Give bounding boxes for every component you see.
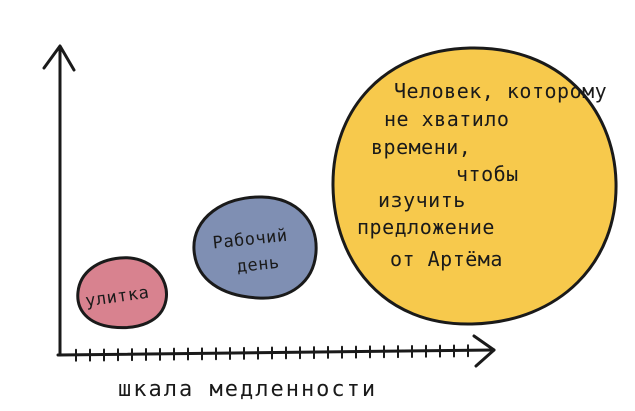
x-axis-ticks xyxy=(75,344,469,362)
bubble-workday-label-line: день xyxy=(236,253,281,277)
bubble-person-label-line: изучить xyxy=(378,188,466,212)
bubble-point: Рабочий день xyxy=(192,195,318,300)
bubble-person xyxy=(331,46,618,326)
bubble-person-label-line: от Артёма xyxy=(390,247,503,271)
bubble-person-label: Человек, которому не хватило времени, чт… xyxy=(357,79,620,271)
bubble-snail xyxy=(76,256,168,330)
x-axis-arrow xyxy=(472,334,496,368)
x-axis xyxy=(56,348,496,357)
bubble-person-label-line: не хватило xyxy=(384,107,509,131)
y-axis-arrow xyxy=(42,44,76,72)
bubble-person-label-line: предложение xyxy=(357,215,495,239)
bubble-person-label-line: Человек, которому xyxy=(394,79,607,103)
bubble-workday xyxy=(192,195,318,300)
bubble-person-label-line: времени, xyxy=(371,135,471,159)
x-axis-label: шкала медленности xyxy=(118,377,377,402)
bubble-point: Человек, которому не хватило времени, чт… xyxy=(331,46,620,326)
bubble-person-label-line: чтобы xyxy=(456,162,519,186)
bubble-point: улитка xyxy=(76,256,168,330)
